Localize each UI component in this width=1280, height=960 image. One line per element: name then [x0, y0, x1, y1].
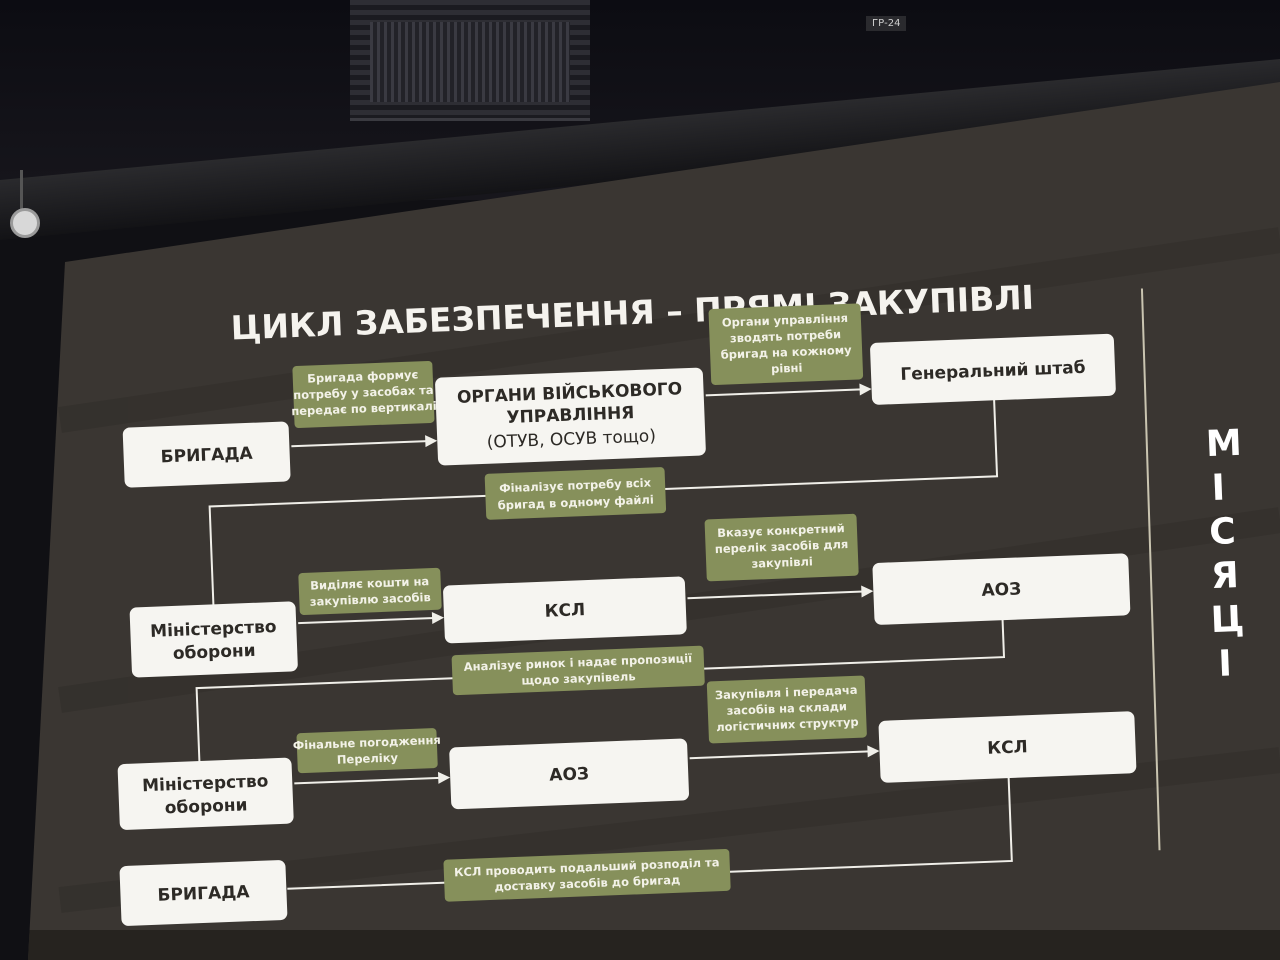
- screen-pull-ring: [10, 208, 40, 238]
- arrowhead: [859, 383, 872, 396]
- arrowhead: [437, 771, 451, 784]
- note-line: Закупівля і передача: [715, 683, 858, 702]
- box-label: Міністерство: [142, 771, 269, 796]
- box-aoz-2: АОЗ: [449, 738, 689, 810]
- note-purchase-transfer: Закупівля і передача засобів на склади л…: [706, 675, 867, 744]
- note-line: потребу у засобах та: [293, 383, 434, 402]
- arrow-ministry-to-aoz: [294, 776, 441, 785]
- arrow-ministry-to-ksl: [298, 616, 435, 625]
- box-aoz-1: АОЗ: [872, 553, 1131, 625]
- note-line: рівні: [771, 361, 803, 376]
- note-line: Фінальне погодження: [293, 733, 441, 753]
- arrow-brigade-to-mgmt: [291, 440, 428, 448]
- note-line: закупівлю засобів: [310, 590, 431, 609]
- box-ksl-2: КСЛ: [878, 711, 1137, 783]
- box-label: БРИГАДА: [157, 882, 250, 906]
- months-letter: І: [1218, 643, 1233, 684]
- note-line: Вказує конкретний: [717, 521, 845, 540]
- timeline-divider: [1140, 288, 1161, 851]
- months-label: М І С Я Ц І: [1205, 423, 1245, 685]
- arrowhead: [431, 612, 445, 625]
- note-finalize-need: Фіналізує потребу всіх бригад в одному ф…: [484, 467, 667, 520]
- note-line: Органи управління: [722, 311, 849, 330]
- arrowhead: [867, 745, 880, 758]
- note-allocate-funds: Виділяє кошти на закупівлю засобів: [298, 567, 442, 615]
- ceiling-vent: [350, 0, 590, 121]
- box-ksl-1: КСЛ: [443, 576, 687, 644]
- box-label: КСЛ: [544, 600, 585, 622]
- box-brigade-2: БРИГАДА: [119, 860, 288, 926]
- box-label: АОЗ: [981, 579, 1021, 601]
- note-line: Переліку: [337, 750, 399, 766]
- months-letter: Ц: [1210, 599, 1245, 641]
- note-market-analysis: Аналізує ринок і надає пропозиції щодо з…: [451, 645, 705, 696]
- arrowhead: [861, 585, 874, 598]
- box-label: оборони: [164, 795, 247, 818]
- box-ministry-2: Міністерство оборони: [117, 757, 294, 830]
- box-label: Міністерство: [150, 617, 277, 642]
- box-brigade-1: БРИГАДА: [122, 421, 291, 488]
- note-line: Фіналізує потребу всіх: [499, 476, 652, 496]
- note-line: щодо закупівель: [521, 669, 636, 687]
- months-letter: М: [1205, 423, 1242, 465]
- box-ministry-1: Міністерство оборони: [129, 601, 298, 678]
- arrow-aoz-to-ksl: [689, 750, 870, 760]
- note-line: передає по вертикалі: [291, 399, 437, 419]
- box-general-staff: Генеральний штаб: [870, 333, 1116, 405]
- note-line: Бригада формує: [307, 367, 419, 385]
- note-line: Виділяє кошти на: [310, 574, 429, 593]
- note-ksl-distributes: КСЛ проводить подальший розподіл та дост…: [443, 848, 731, 902]
- box-label: БРИГАДА: [160, 444, 253, 468]
- note-line: зводять потреби: [730, 327, 842, 345]
- box-label: оборони: [173, 641, 256, 664]
- note-specifies-list: Вказує конкретний перелік засобів для за…: [704, 513, 859, 582]
- months-letter: Я: [1210, 555, 1239, 597]
- box-military-management: ОРГАНИ ВІЙСЬКОВОГО УПРАВЛІННЯ (ОТУВ, ОСУ…: [435, 367, 706, 466]
- note-mgmt-consolidates: Органи управління зводять потреби бригад…: [708, 303, 864, 385]
- arrow-ksl-to-aoz: [687, 590, 864, 600]
- box-label: КСЛ: [987, 737, 1028, 759]
- vent-grille: [370, 22, 570, 102]
- note-line: засобів на склади: [726, 699, 847, 718]
- months-letter: С: [1209, 511, 1237, 553]
- box-label: АОЗ: [549, 764, 589, 786]
- months-letter: І: [1211, 468, 1226, 509]
- note-line: перелік засобів для: [715, 537, 849, 556]
- arrowhead: [425, 435, 438, 448]
- screen-cable: [20, 170, 23, 210]
- note-line: бригад в одному файлі: [497, 492, 654, 512]
- note-line: бригад на кожному: [720, 343, 852, 362]
- arrow-mgmt-to-staff: [705, 388, 862, 397]
- note-brigade-forms-need: Бригада формує потребу у засобах та пере…: [291, 360, 437, 429]
- box-label: УПРАВЛІННЯ: [506, 403, 635, 428]
- note-line: логістичних структур: [716, 715, 859, 734]
- ceiling-tag: ГР-24: [866, 16, 907, 31]
- note-final-approval: Фінальне погодження Переліку: [293, 728, 441, 774]
- note-line: закупівлі: [751, 554, 813, 570]
